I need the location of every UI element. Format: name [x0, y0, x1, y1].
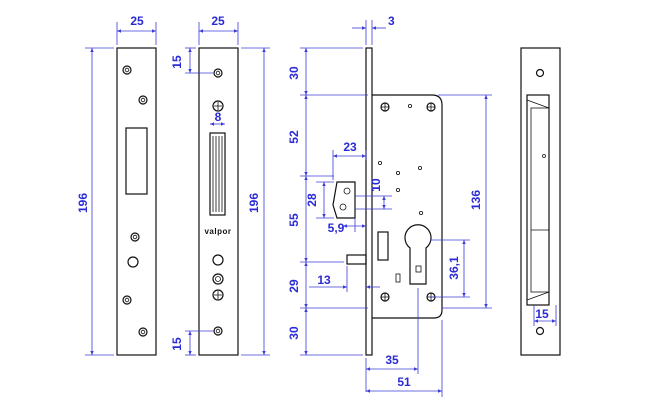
dim-30-bottom-label: 30 [287, 326, 301, 340]
dimension-latch-5-9: 5,9 [328, 218, 366, 235]
forend-thickness-label: 3 [388, 14, 395, 28]
dim-30-top-label: 30 [287, 66, 301, 80]
dimension-136: 136 [438, 94, 492, 309]
dimension-36-1: 36,1 [430, 239, 470, 298]
dimension-chain-vertical: 30 52 55 29 30 [287, 47, 368, 356]
lock-side-view [332, 47, 443, 356]
dimension-plate-height-mid: 196 [241, 47, 270, 356]
dimension-bottom-hole-offset: 15 [170, 330, 214, 356]
dimension-35: 35 [365, 288, 419, 392]
bottom-hole-offset-label: 15 [170, 337, 184, 351]
dimension-forend-thickness: 3 [352, 14, 395, 45]
dimension-strike-width: 15 [533, 305, 557, 326]
dim-10-label: 10 [369, 178, 383, 192]
dim-51-label: 51 [397, 375, 411, 389]
dim-35-label: 35 [385, 353, 399, 367]
dim-36-1-label: 36,1 [447, 256, 461, 280]
brand-label: valpor [204, 227, 231, 236]
dimension-latch-23: 23 [332, 140, 367, 180]
top-hole-offset-label: 15 [170, 55, 184, 69]
faceplate-left [116, 47, 157, 356]
dimension-latch-10: 10 [355, 178, 392, 210]
plate-height-mid-label: 196 [247, 193, 261, 213]
dimension-bolt-13: 13 [309, 266, 380, 292]
dim-28-label: 28 [305, 193, 319, 207]
strike-plate [520, 47, 561, 356]
dim-52-label: 52 [287, 130, 301, 144]
plate-height-left-label: 196 [76, 193, 90, 213]
dim-13-label: 13 [317, 273, 331, 287]
dimension-top-hole-offset: 15 [170, 47, 214, 74]
dim-55-label: 55 [287, 213, 301, 227]
dimension-plate-height-left: 196 [76, 47, 114, 356]
dimension-plate-width-mid: 25 [198, 14, 239, 45]
faceplate-middle: valpor [198, 47, 239, 356]
dimension-51: 51 [366, 320, 443, 397]
latch-width-label: 8 [215, 110, 222, 124]
dim-23-label: 23 [343, 140, 357, 154]
plate-width-left-label: 25 [130, 14, 144, 28]
dim-5-9-label: 5,9 [328, 221, 345, 235]
dim-136-label: 136 [469, 190, 483, 210]
dimension-latch-width: 8 [210, 110, 225, 126]
plate-width-mid-label: 25 [211, 14, 225, 28]
dim-29-label: 29 [287, 279, 301, 293]
strike-width-label: 15 [535, 307, 549, 321]
dimension-plate-width-left: 25 [116, 14, 157, 45]
dimension-latch-28: 28 [305, 181, 334, 219]
